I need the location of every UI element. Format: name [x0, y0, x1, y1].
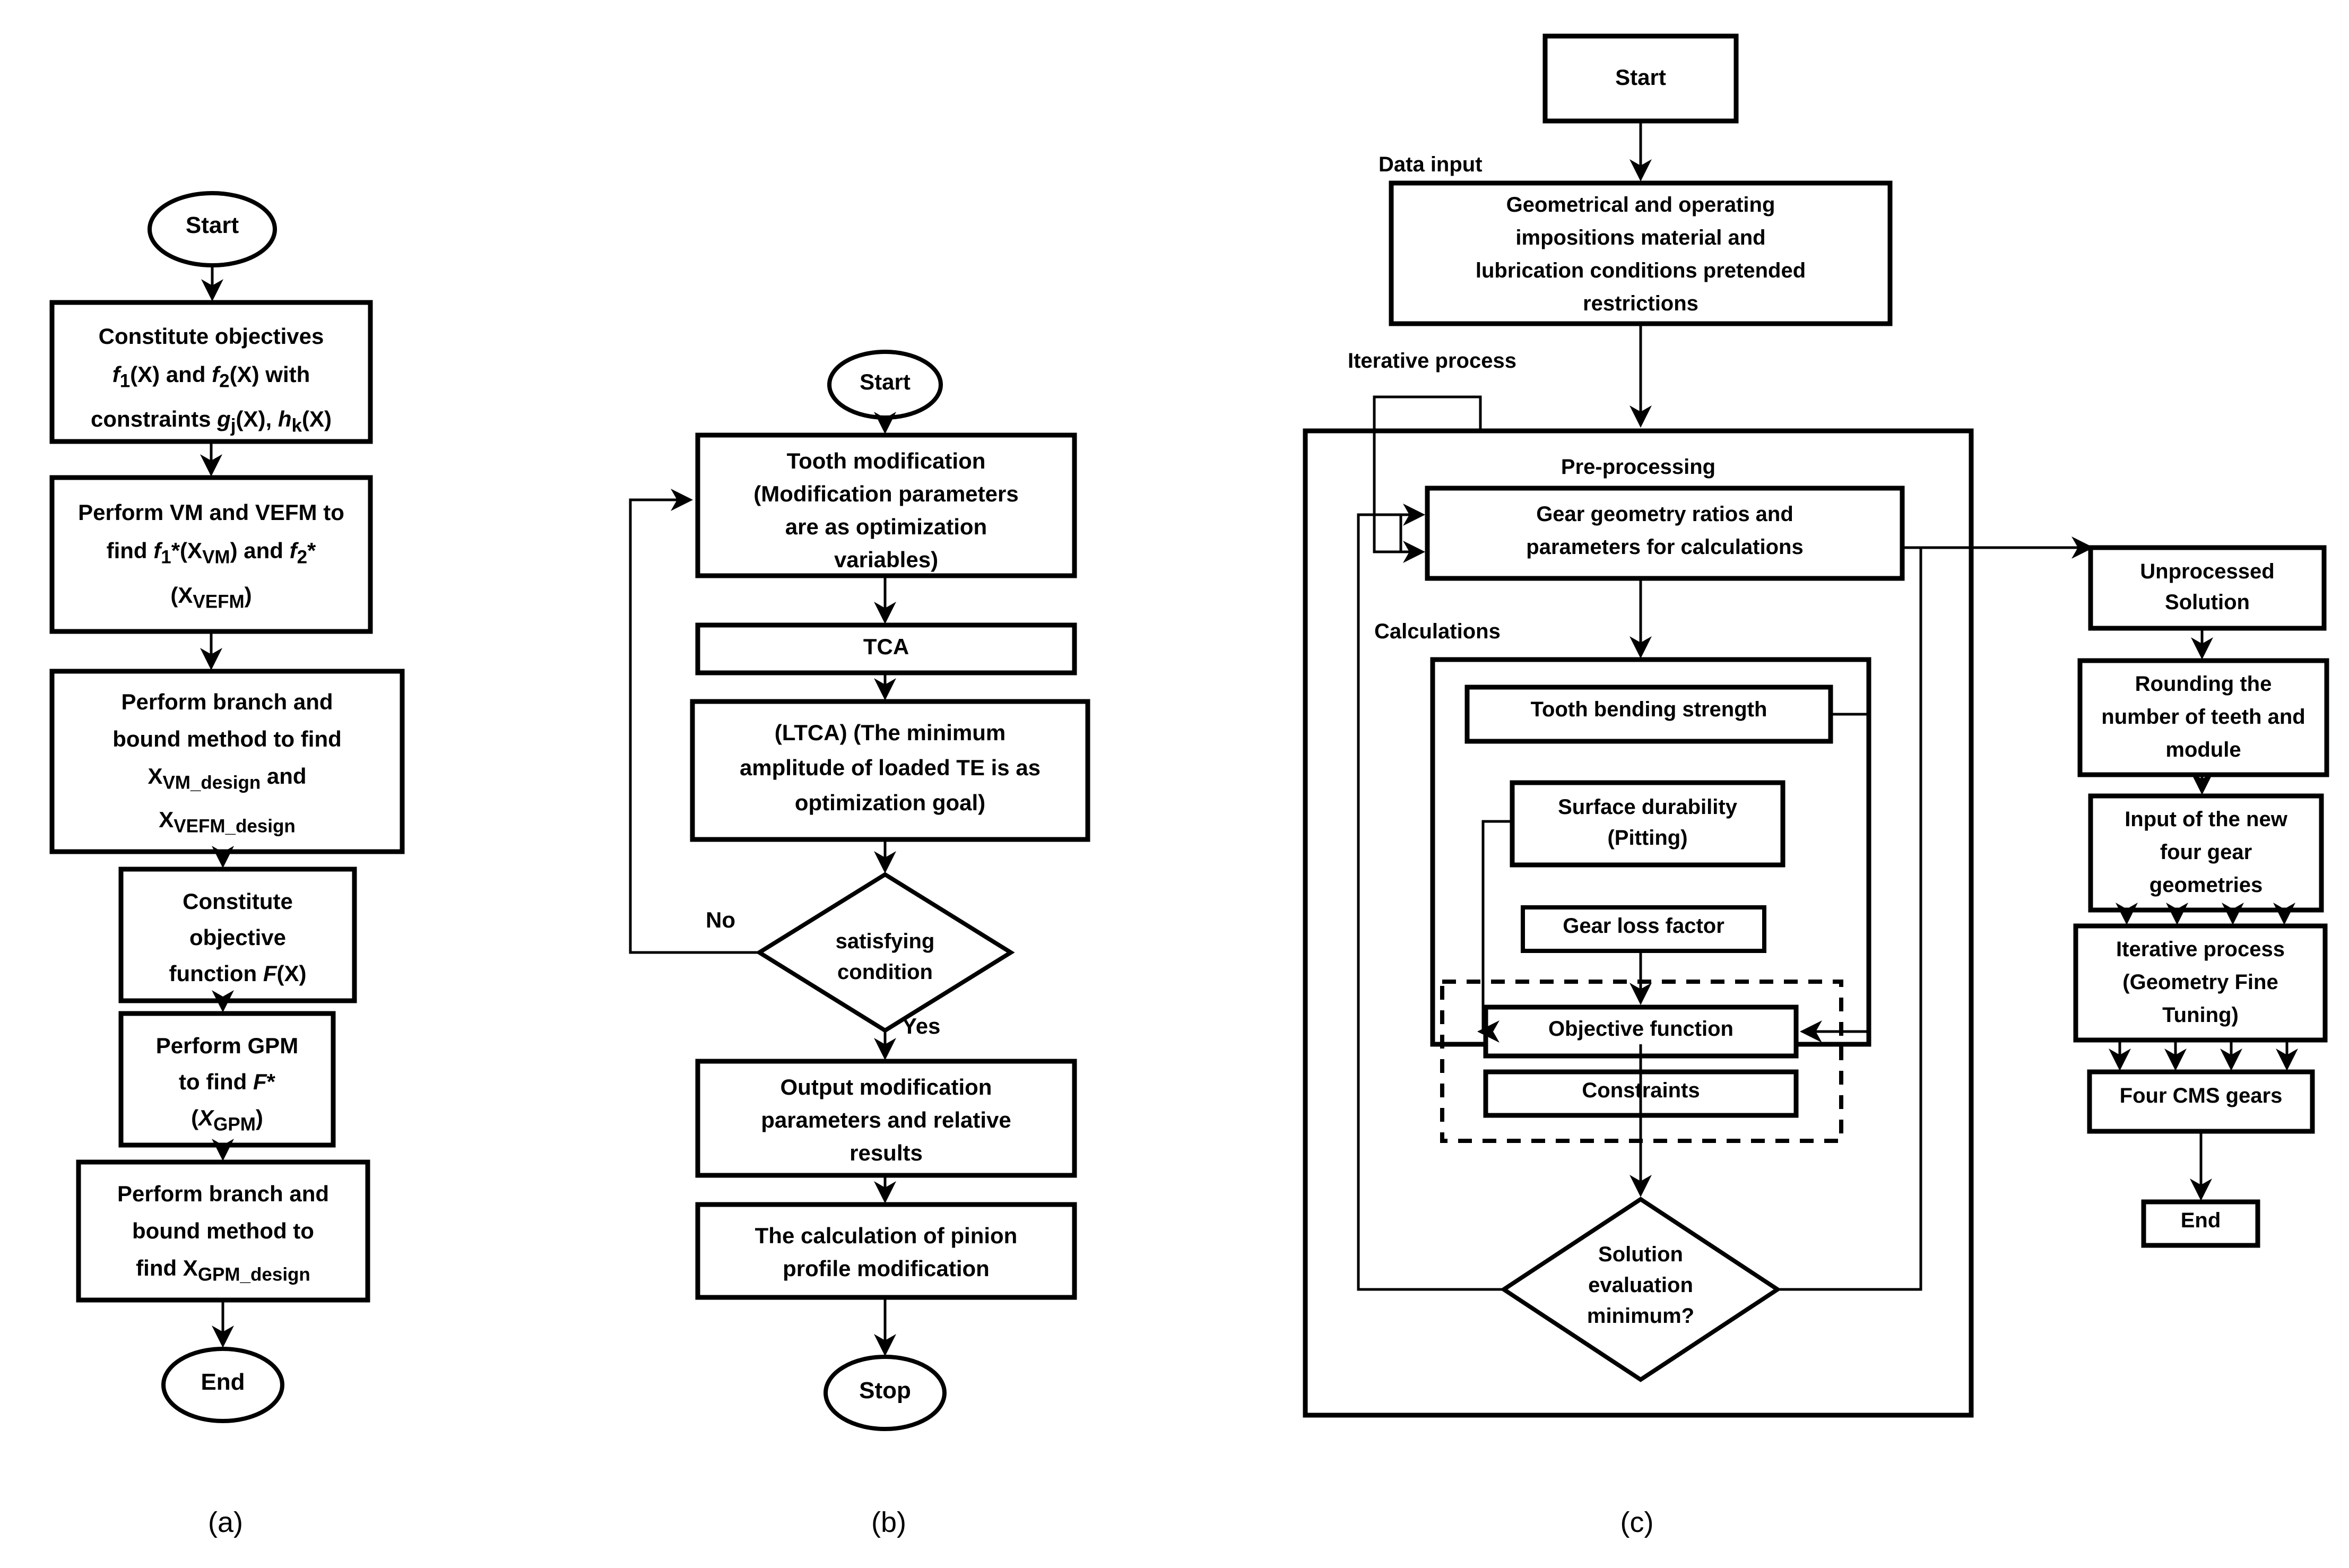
c-four-cms-gears-label: Four CMS gears — [2119, 1084, 2283, 1107]
b-box-output-modification — [695, 1059, 1077, 1178]
b-edge-label-yes: Yes — [902, 1013, 941, 1038]
c-box-gear-geometry — [1425, 486, 1905, 581]
c-objective-function-label: Objective function — [1548, 1017, 1733, 1041]
b-box-pinion-profile — [695, 1202, 1077, 1300]
c-box-data-block — [1389, 180, 1893, 326]
c-gear-loss-factor-label: Gear loss factor — [1563, 914, 1724, 938]
b-edge-label-no: No — [706, 907, 735, 932]
c-start-label: Start — [1615, 65, 1666, 90]
a-box-branch-bound-1 — [49, 669, 405, 854]
a-branch-bound-2-label: Perform branch and bound method to find … — [117, 1181, 330, 1285]
b-box-ltca — [690, 699, 1090, 842]
panel-b — [629, 350, 1090, 1431]
b-pinion-profile-label: The calculation of pinion profile modifi… — [755, 1223, 1018, 1281]
panel-a — [49, 191, 405, 1423]
a-constitute-objectives-label: Constitute objectives f1(X) and f2(X) wi… — [91, 324, 332, 436]
c-box-input-new-geom — [2088, 793, 2324, 913]
c-data-block-label: Geometrical and operating impositions ma… — [1475, 193, 1806, 315]
a-end-label: End — [201, 1369, 245, 1395]
panel-c — [1303, 33, 2329, 1418]
c-box-rounding — [2077, 658, 2329, 777]
b-decision-label: satisfying condition — [835, 930, 935, 984]
c-edge-surface-to-objective — [1477, 820, 1512, 1043]
c-iterative-fine-tuning-label: Iterative process (Geometry Fine Tuning) — [2116, 938, 2285, 1027]
panel-caption-a: (a) — [208, 1506, 243, 1538]
c-group-label-data-input: Data input — [1379, 153, 1483, 176]
c-group-label-pre-processing: Pre-processing — [1561, 455, 1716, 479]
c-unprocessed-solution-label: Unprocessed Solution — [2140, 560, 2275, 614]
a-box-constitute-objective-function — [118, 867, 357, 1003]
c-box-end — [2141, 1199, 2260, 1248]
c-rounding-label: Rounding the number of teeth and module — [2101, 672, 2305, 761]
b-stop-shape — [824, 1355, 947, 1431]
c-box-tooth-bending — [1464, 685, 1833, 744]
b-box-tooth-modification — [695, 432, 1077, 578]
a-constitute-objective-function-label: Constitute objective function F(X) — [169, 889, 307, 986]
a-perform-gpm-label: Perform GPM to find F* (XGPM) — [155, 1033, 299, 1135]
c-gear-geometry-label: Gear geometry ratios and parameters for … — [1526, 503, 1804, 559]
c-box-iterative-fine-tuning — [2073, 923, 2328, 1043]
b-ltca-label: (LTCA) (The minimum amplitude of loaded … — [739, 720, 1041, 815]
c-box-unprocessed-solution — [2088, 545, 2327, 631]
c-edge-decision-loop-left — [1357, 504, 1504, 1291]
c-solution-eval-label: Solution evaluation minimum? — [1587, 1243, 1695, 1328]
c-edge-iterative-down — [1373, 397, 1401, 553]
a-perform-vm-vefm-label: Perform VM and VEFM to find f1*(XVM) and… — [78, 500, 344, 612]
panel-caption-b: (b) — [871, 1506, 906, 1538]
panel-caption-c: (c) — [1620, 1506, 1654, 1538]
c-iterative-stub — [1373, 395, 1482, 431]
b-output-modification-label: Output modification parameters and relat… — [761, 1075, 1011, 1165]
a-box-constitute-objectives — [49, 300, 373, 444]
c-decision-solution-eval — [1499, 1197, 1782, 1382]
c-end-label: End — [2180, 1209, 2221, 1232]
c-input-new-geom-label: Input of the new four gear geometries — [2125, 808, 2287, 897]
a-end-shape — [161, 1347, 284, 1423]
b-stop-label: Stop — [859, 1378, 911, 1404]
c-box-surface-durability — [1510, 780, 1785, 868]
c-surface-durability-label: Surface durability (Pitting) — [1558, 795, 1737, 850]
c-box-gear-loss-factor — [1521, 905, 1766, 953]
b-tca-label: TCA — [863, 634, 909, 659]
c-box-start — [1542, 33, 1739, 124]
c-tooth-bending-label: Tooth bending strength — [1530, 698, 1767, 721]
b-tooth-modification-label: Tooth modification (Modification paramet… — [753, 448, 1019, 572]
b-edge-decision-no-loopback — [629, 489, 759, 954]
a-start-label: Start — [185, 212, 239, 238]
c-edge-toothbending-to-objective — [1800, 713, 1869, 1043]
c-group-label-iterative-process: Iterative process — [1348, 349, 1516, 372]
c-group-label-calculations: Calculations — [1374, 620, 1501, 643]
a-box-perform-vm-vefm — [49, 475, 373, 634]
a-branch-bound-1-label: Perform branch and bound method to find … — [112, 689, 342, 837]
b-start-label: Start — [860, 369, 911, 394]
c-constraints-label: Constraints — [1582, 1079, 1700, 1102]
